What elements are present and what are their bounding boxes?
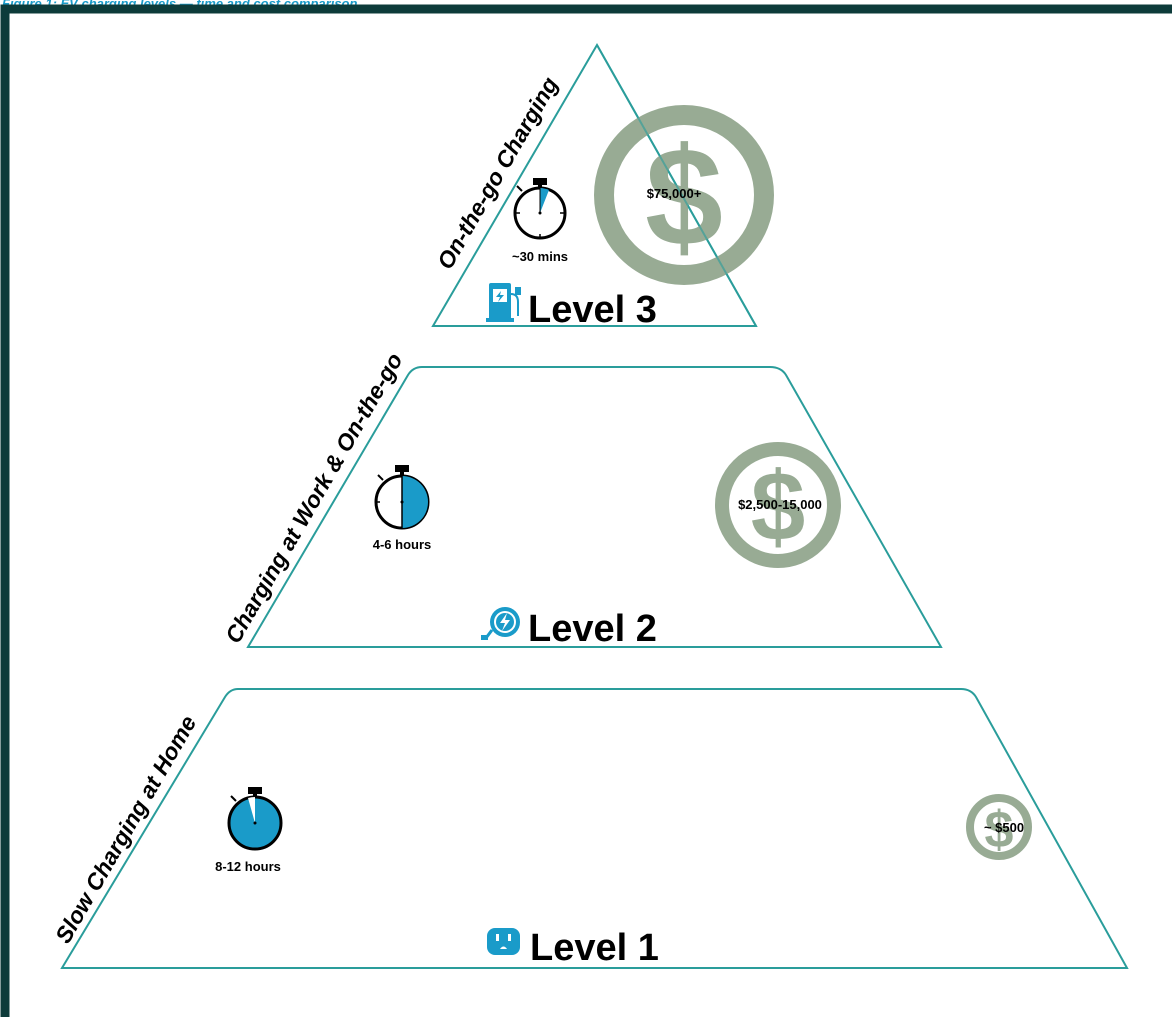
level-title: Level 2 [528, 608, 657, 650]
lightning-plug-icon [481, 607, 520, 640]
side-label: On-the-go Charging [432, 72, 563, 273]
time-label: 8-12 hours [215, 859, 281, 874]
dollar-coin-icon: $ [966, 794, 1032, 860]
wall-outlet-icon [487, 928, 520, 955]
cost-label: $75,000+ [647, 186, 702, 201]
svg-text:$: $ [985, 801, 1014, 859]
tier-level-1: $ ~ $500 8-12 hours Slow Charging at Hom… [50, 688, 1129, 969]
tier-level-3: $ $75,000+ ~30 mins On-the-go Charging [431, 42, 774, 331]
dollar-coin-icon: $ [715, 442, 841, 568]
tier-level-2-shape [246, 366, 943, 648]
level-title: Level 3 [528, 289, 657, 331]
dollar-coin-icon: $ [594, 105, 774, 285]
side-label: Slow Charging at Home [50, 711, 202, 948]
stopwatch-icon [513, 178, 567, 240]
svg-text:$: $ [751, 451, 806, 561]
stopwatch-icon [374, 465, 430, 530]
cost-label: ~ $500 [984, 820, 1024, 835]
stopwatch-icon [227, 787, 283, 851]
level-title: Level 1 [530, 927, 659, 969]
tier-level-1-shape [60, 688, 1129, 969]
cost-label: $2,500-15,000 [738, 497, 822, 512]
tier-level-2: $ $2,500-15,000 4-6 hours Charging at Wo… [220, 348, 943, 650]
svg-text:$: $ [645, 118, 723, 275]
time-label: 4-6 hours [373, 537, 432, 552]
figure-frame [0, 4, 1172, 1017]
time-label: ~30 mins [512, 249, 568, 264]
ev-charging-station-icon [486, 283, 521, 322]
